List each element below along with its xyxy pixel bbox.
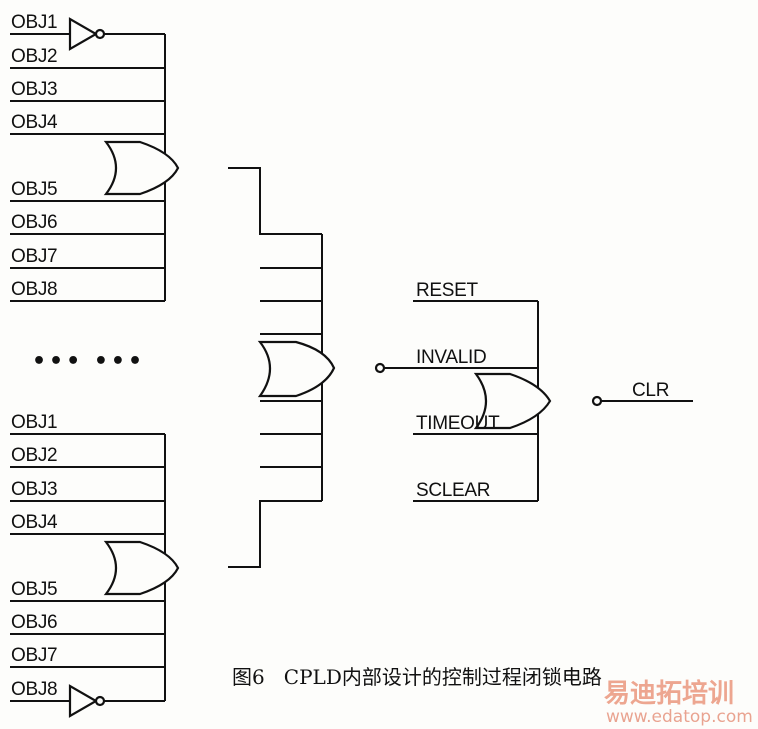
middle-or-gate-block — [228, 167, 386, 568]
watermark-url: www.edatop.com — [606, 707, 753, 727]
inverter-g2-obj8 — [68, 684, 99, 718]
label-g1-obj4: OBJ4 — [11, 112, 58, 133]
input-group-1: OBJ1 OBJ2 OBJ3 OBJ4 OBJ5 OBJ6 OBJ7 OBJ8 — [10, 12, 180, 302]
label-g2-obj5: OBJ5 — [11, 579, 57, 600]
label-g1-obj8: OBJ8 — [11, 279, 57, 300]
mid-bracket-top — [228, 167, 322, 235]
or-gate-final — [473, 372, 552, 430]
label-sclear: SCLEAR — [416, 480, 490, 501]
mid-output-terminal — [374, 362, 386, 374]
label-timeout: TIMEOUT — [416, 413, 500, 434]
inverter-g1-obj1 — [68, 17, 99, 51]
final-or-gate-block: RESET INVALID TIMEOUT SCLEAR — [383, 280, 552, 502]
label-g1-obj7: OBJ7 — [11, 246, 57, 267]
watermark-brand: 易迪拓培训 — [604, 679, 734, 709]
clr-output-terminal — [591, 395, 603, 407]
label-g2-obj7: OBJ7 — [11, 645, 57, 666]
label-clr: CLR — [632, 380, 669, 401]
label-g1-obj2: OBJ2 — [11, 46, 57, 67]
label-g1-obj6: OBJ6 — [11, 212, 57, 233]
or-gate-middle — [257, 340, 336, 398]
ellipsis: ••• ••• — [32, 349, 145, 374]
label-g2-obj6: OBJ6 — [11, 612, 57, 633]
or-gate-g2 — [103, 540, 180, 596]
label-g1-obj1: OBJ1 — [11, 12, 57, 33]
label-g2-obj2: OBJ2 — [11, 445, 57, 466]
label-invalid: INVALID — [416, 347, 486, 368]
label-g2-obj4: OBJ4 — [11, 512, 58, 533]
label-g2-obj8: OBJ8 — [11, 679, 57, 700]
figure-caption: 图6 CPLD内部设计的控制过程闭锁电路 — [232, 665, 602, 689]
label-g2-obj3: OBJ3 — [11, 479, 57, 500]
inverter-bubble-g1 — [94, 28, 106, 40]
output-clr: CLR — [591, 380, 693, 407]
label-g1-obj5: OBJ5 — [11, 179, 57, 200]
input-group-2: OBJ1 OBJ2 OBJ3 OBJ4 OBJ5 OBJ6 OBJ7 OBJ8 — [10, 412, 180, 718]
inverter-bubble-g2 — [94, 695, 106, 707]
label-reset: RESET — [416, 280, 479, 301]
mid-bracket-bottom — [228, 500, 322, 568]
label-g1-obj3: OBJ3 — [11, 79, 57, 100]
or-gate-g1 — [103, 140, 180, 196]
label-g2-obj1: OBJ1 — [11, 412, 57, 433]
